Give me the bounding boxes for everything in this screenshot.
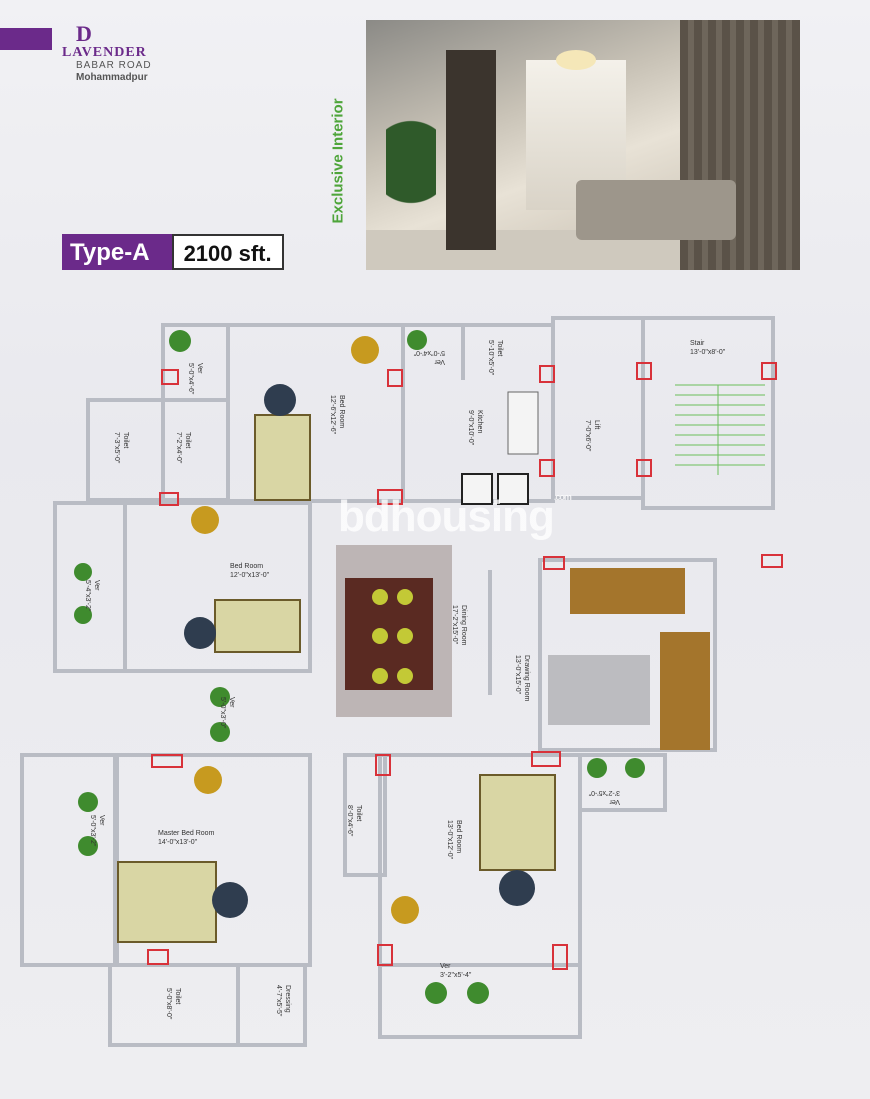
window	[377, 944, 393, 966]
wall-ver-b	[378, 963, 582, 1039]
chair	[391, 896, 419, 924]
wall-ver-ml	[20, 753, 119, 967]
logo-name: LAVENDER	[62, 45, 147, 60]
window	[387, 369, 403, 387]
dining-table	[345, 578, 433, 690]
window	[761, 362, 777, 380]
stove-1	[461, 473, 493, 505]
room-labels: Ver5'-0"x4'-6" Toilet7'-2"x4'-0" Toilet7…	[84, 340, 726, 1020]
plants	[74, 330, 645, 1004]
type-label: Type-A	[62, 234, 172, 270]
interior-photo	[366, 20, 800, 270]
bed-right	[479, 774, 556, 871]
label-ver-r: Ver3'-2"x5'-0"	[588, 789, 620, 805]
corner-accent-band	[0, 28, 52, 50]
window	[147, 949, 169, 965]
window	[539, 365, 555, 383]
window	[159, 492, 179, 506]
wall-bed-left	[123, 501, 312, 673]
window	[531, 751, 561, 767]
label-toilet-bl: Toilet5'-0"x8'-0"	[165, 988, 181, 1020]
project-logo: D LAVENDER BABAR ROAD Mohammadpur	[62, 22, 182, 84]
sofa-top	[570, 568, 685, 614]
label-bed-right: Bed Room13'-0"x12'-0"	[446, 820, 462, 860]
chair	[194, 766, 222, 794]
window	[161, 369, 179, 385]
bed-top	[254, 414, 311, 501]
stair-steps	[675, 384, 765, 475]
watermark: bdhousing.com	[338, 492, 572, 542]
rug-top	[264, 384, 296, 416]
photo-sofa	[576, 180, 736, 240]
label-toilet-m: Toilet8'-0"x4'-6"	[346, 805, 362, 837]
label-ver-top: Ver5'-0"x4'-6"	[187, 363, 203, 395]
furniture	[117, 336, 710, 943]
stove-2	[497, 473, 529, 505]
label-dining: Dining Room17'-2"x15'-0"	[451, 605, 467, 646]
label-ver-ml: Ver5'-0"x3'-2"	[89, 815, 105, 847]
logo-area: Mohammadpur	[76, 72, 148, 83]
wall-toilets	[86, 398, 230, 502]
label-ver-c: Ver5'-0"x4'-0"	[413, 349, 445, 365]
window	[552, 944, 568, 970]
bed-left	[214, 599, 301, 653]
type-bar: Type-A 2100 sft.	[62, 234, 284, 270]
bed-master	[117, 861, 217, 943]
label-toilet-c: Toilet5'-10"x5'-0"	[487, 340, 503, 376]
watermark-suffix: .com	[553, 492, 572, 502]
window	[151, 754, 183, 768]
label-lift: Lift7'-0"x6'-0"	[584, 420, 600, 452]
label-drawing: Drawing Room13'-0"x15'-0"	[514, 655, 530, 701]
rug-master	[212, 882, 248, 918]
rug-left	[184, 617, 216, 649]
window	[539, 459, 555, 477]
window	[761, 554, 783, 568]
wall-stair	[641, 316, 775, 510]
walls	[20, 316, 775, 1047]
chair	[191, 506, 219, 534]
windows	[147, 362, 783, 970]
window	[636, 362, 652, 380]
kitchen-sink	[507, 391, 539, 455]
logo-letter: D	[76, 21, 92, 46]
label-dressing: Dressing4'-7"x5'-5"	[275, 985, 291, 1017]
wall-toilet-bl	[108, 963, 307, 1047]
wall-ver-r	[578, 753, 667, 812]
photo-shelf	[446, 50, 496, 250]
type-size: 2100 sft.	[171, 234, 284, 270]
wall-toilet-m	[343, 753, 387, 877]
window	[543, 556, 565, 570]
logo-road: BABAR ROAD	[76, 60, 152, 71]
window	[375, 754, 391, 776]
rug-right	[499, 870, 535, 906]
photo-plant	[386, 120, 436, 260]
drawing-rug	[548, 655, 650, 725]
label-kitchen: Kitchen9'-0"x10'-0"	[467, 410, 483, 446]
label-toilet-b: Toilet7'-3"x5'-0"	[113, 432, 129, 464]
label-ver-mid: Ver5'-0"x3'-0"	[219, 697, 235, 729]
photo-chandelier	[556, 50, 596, 70]
chair	[351, 336, 379, 364]
label-ver-left: Ver5'-4"x3'-2"	[84, 580, 100, 612]
sofa-side	[660, 632, 710, 750]
wall-drawing	[538, 558, 717, 752]
label-bed-top: Bed Room12'-6"x12'-6"	[329, 395, 345, 435]
label-toilet-a: Toilet7'-2"x4'-0"	[175, 432, 191, 464]
window	[636, 459, 652, 477]
window	[377, 489, 403, 505]
watermark-text: bdhousing	[338, 492, 555, 541]
wall-lift	[551, 316, 645, 500]
